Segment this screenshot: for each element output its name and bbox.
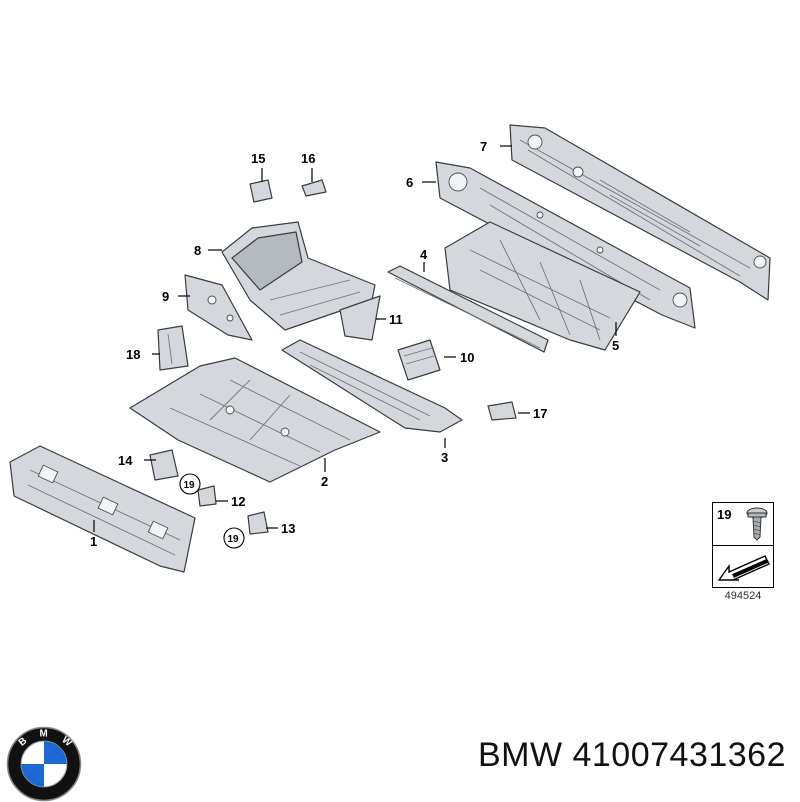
callout-13: 13 [281, 521, 295, 536]
part-1-end-panel [9, 445, 196, 573]
callout-9: 9 [162, 289, 169, 304]
leader-lines [93, 145, 617, 532]
part-16-clip [301, 179, 327, 197]
diagram-code: 494524 [724, 590, 762, 602]
svg-text:M: M [39, 729, 47, 740]
callout-8: 8 [194, 243, 201, 258]
part-8-side-structure [221, 221, 376, 331]
arrow-icon [717, 555, 770, 581]
callout-11: 11 [389, 312, 403, 327]
part-18-support [157, 325, 189, 371]
part-5-floor-section [444, 221, 641, 351]
callout-18: 18 [126, 347, 140, 362]
callout-15: 15 [251, 151, 265, 166]
part-2-floor-panel [129, 357, 381, 483]
screw-marker-b: 19 [223, 527, 245, 549]
callout-7: 7 [480, 139, 487, 154]
legend-box: 19 [712, 502, 774, 588]
callout-17: 17 [533, 406, 547, 421]
screw-marker-a-label: 19 [184, 480, 196, 491]
screw-marker-b-label: 19 [228, 534, 240, 545]
callout-5: 5 [612, 338, 619, 353]
callout-4: 4 [420, 247, 428, 262]
callout-2: 2 [321, 474, 328, 489]
screw-marker-a: 19 [179, 473, 201, 495]
part-4-rail [387, 265, 549, 353]
part-11-bracket [339, 295, 381, 341]
part-7-rear-cross-member [509, 124, 771, 301]
callout-10: 10 [460, 350, 474, 365]
callout-12: 12 [231, 494, 245, 509]
part-12-bracket [197, 485, 217, 507]
callout-6: 6 [406, 175, 413, 190]
part-6-rear-panel [435, 161, 696, 329]
part-3-floor-rail [281, 339, 463, 433]
part-17-clip [487, 401, 517, 421]
part-15-clip [249, 179, 273, 203]
legend-item-number: 19 [717, 507, 732, 522]
part-14-bracket [149, 449, 179, 481]
callout-1: 1 [90, 534, 97, 549]
part-13-bracket [247, 511, 269, 535]
legend-divider [713, 545, 773, 546]
part-10-plate [397, 339, 441, 381]
screw-icon [746, 507, 768, 541]
callout-3: 3 [441, 450, 448, 465]
part-9-bracket [184, 274, 253, 341]
callout-16: 16 [301, 151, 315, 166]
bmw-logo: B M W [6, 726, 82, 802]
callout-14: 14 [118, 453, 133, 468]
part-number-label: BMW 41007431362 [477, 736, 786, 774]
